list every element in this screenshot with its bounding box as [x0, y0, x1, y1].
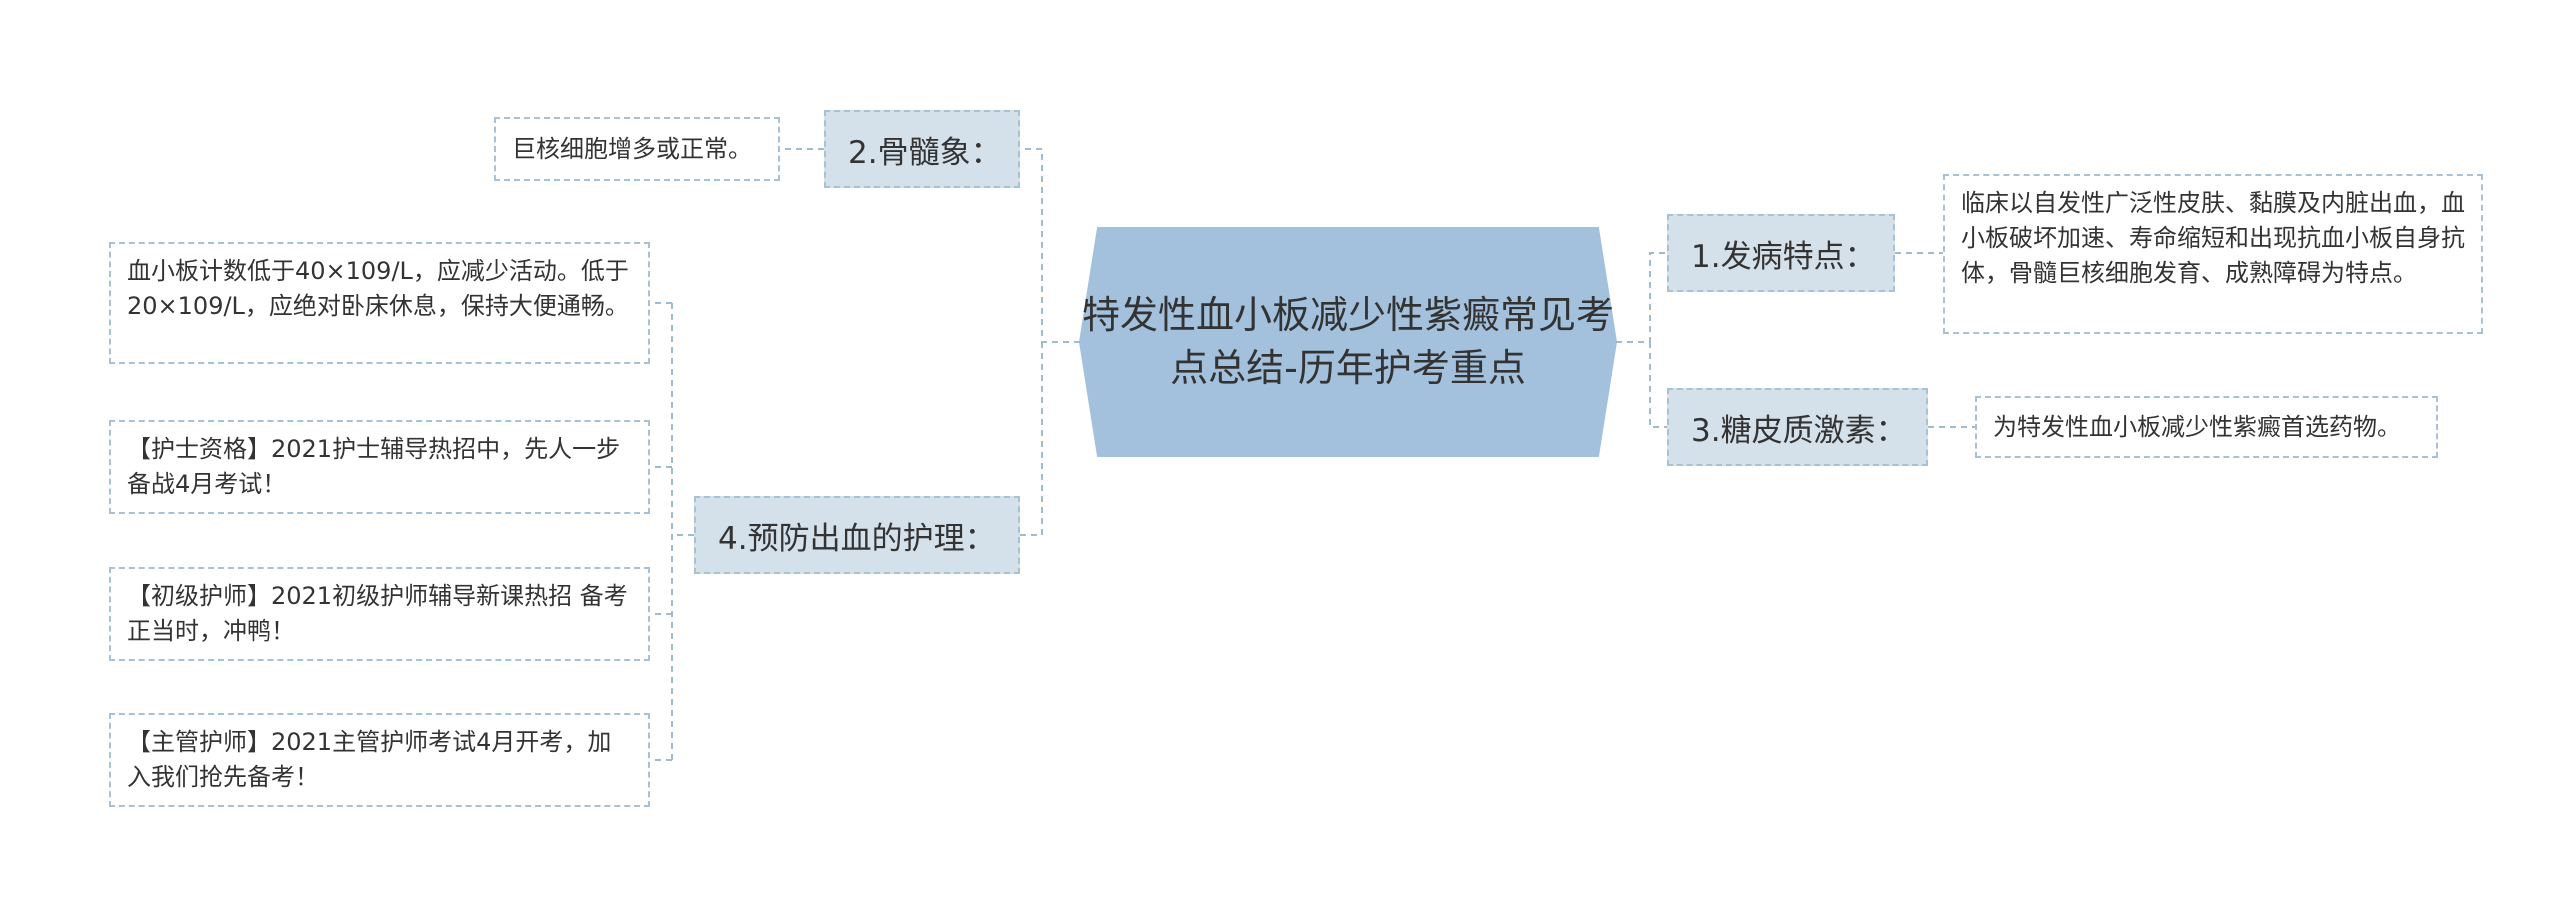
connector-root-branch3: [1649, 342, 1667, 428]
leaf-glucocorticoid[interactable]: 为特发性血小板减少性紫癜首选药物。: [1975, 396, 2438, 458]
connector-root-branch2: [1020, 148, 1080, 343]
branch-label: 3.糖皮质激素：: [1691, 412, 1907, 449]
leaf-text: 血小板计数低于40×109/L，应减少活动。低于20×109/L，应绝对卧床休息…: [127, 257, 629, 320]
branch-label: 4.预防出血的护理：: [718, 520, 996, 557]
leaf-text: 为特发性血小板减少性紫癜首选药物。: [1993, 412, 2401, 441]
leaf-bone-marrow[interactable]: 巨核细胞增多或正常。: [494, 117, 780, 181]
leaf-bleeding-prevention-4[interactable]: 【主管护师】2021主管护师考试4月开考，加入我们抢先备考！: [109, 713, 650, 807]
connector-root-branch4: [1020, 342, 1043, 536]
connector-branch4-trunk: [671, 303, 694, 760]
connector-root-branch1: [1616, 252, 1667, 343]
branch-label: 2.骨髓象：: [848, 134, 1002, 171]
branch-node-onset-features[interactable]: 1.发病特点：: [1667, 214, 1895, 292]
branch-node-bleeding-prevention[interactable]: 4.预防出血的护理：: [694, 496, 1020, 574]
branch-node-glucocorticoid[interactable]: 3.糖皮质激素：: [1667, 388, 1928, 466]
leaf-text: 【护士资格】2021护士辅导热招中，先人一步备战4月考试！: [127, 435, 621, 498]
leaf-onset-features[interactable]: 临床以自发性广泛性皮肤、黏膜及内脏出血，血小板破坏加速、寿命缩短和出现抗血小板自…: [1943, 174, 2483, 334]
leaf-bleeding-prevention-3[interactable]: 【初级护师】2021初级护师辅导新课热招 备考正当时，冲鸭！: [109, 567, 650, 661]
root-topic[interactable]: 特发性血小板减少性紫癜常见考点总结-历年护考重点: [1081, 293, 1614, 390]
leaf-text: 【主管护师】2021主管护师考试4月开考，加入我们抢先备考！: [127, 728, 612, 791]
branch-label: 1.发病特点：: [1691, 238, 1876, 275]
leaf-bleeding-prevention-2[interactable]: 【护士资格】2021护士辅导热招中，先人一步备战4月考试！: [109, 420, 650, 514]
leaf-bleeding-prevention-1[interactable]: 血小板计数低于40×109/L，应减少活动。低于20×109/L，应绝对卧床休息…: [109, 242, 650, 364]
branch-node-bone-marrow[interactable]: 2.骨髓象：: [824, 110, 1020, 188]
leaf-text: 巨核细胞增多或正常。: [512, 134, 752, 163]
leaf-text: 【初级护师】2021初级护师辅导新课热招 备考正当时，冲鸭！: [127, 582, 628, 645]
leaf-text: 临床以自发性广泛性皮肤、黏膜及内脏出血，血小板破坏加速、寿命缩短和出现抗血小板自…: [1961, 189, 2465, 287]
